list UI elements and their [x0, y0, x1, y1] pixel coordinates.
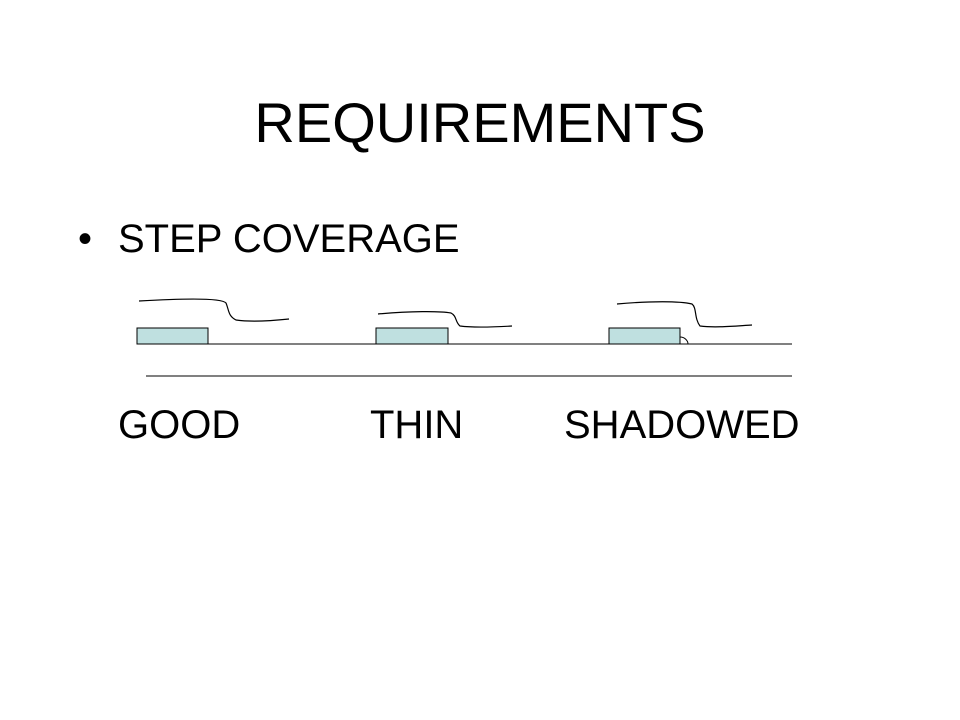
- coverage-shadowed: [616, 301, 753, 328]
- shadow-bump: [679, 336, 689, 345]
- coverage-good: [138, 298, 290, 322]
- bullet-item: • STEP COVERAGE: [78, 214, 460, 264]
- step-thin: [375, 327, 449, 345]
- step-good: [136, 327, 209, 345]
- coverage-thin: [377, 311, 513, 328]
- caption-good: GOOD: [118, 403, 241, 447]
- caption-thin: THIN: [370, 403, 464, 447]
- caption-shadowed: SHADOWED: [564, 403, 800, 447]
- step-shadowed: [608, 327, 681, 345]
- bullet-text: STEP COVERAGE: [118, 217, 460, 261]
- bullet-marker: •: [78, 217, 93, 261]
- slide-title: REQUIREMENTS: [254, 91, 706, 154]
